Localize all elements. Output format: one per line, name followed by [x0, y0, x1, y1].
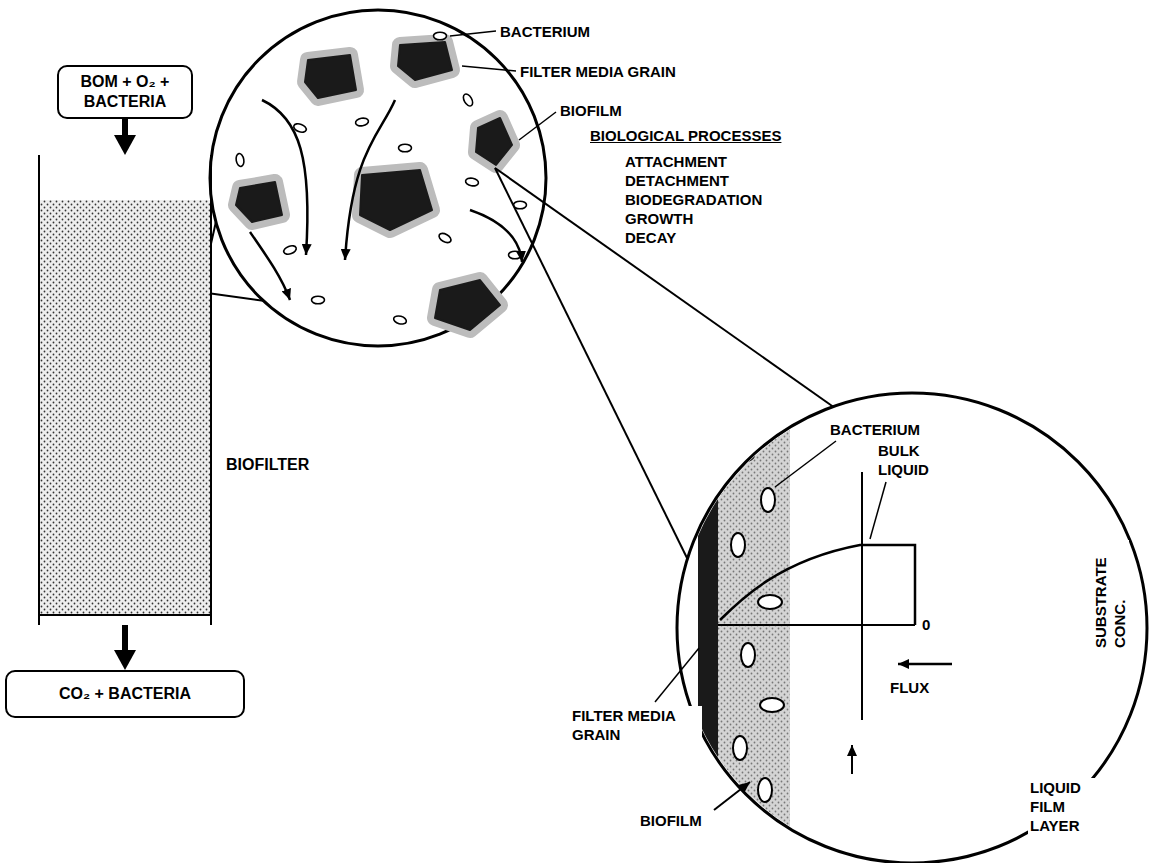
column-label: BIOFILTER	[226, 455, 309, 474]
zoom-circle	[210, 10, 546, 346]
leader-arrow	[851, 745, 853, 774]
flow-connector	[125, 625, 126, 670]
bacterium	[461, 92, 474, 107]
process-item: BIODEGRADATION	[623, 190, 764, 209]
bacterium	[760, 698, 784, 712]
process-item: DECAY	[623, 228, 678, 247]
biofilm-coating	[435, 280, 500, 330]
connector-shaft	[122, 119, 128, 143]
biofilter-column: BIOFILTER	[38, 155, 212, 625]
flow-arrow	[470, 210, 522, 262]
axis-label: SUBSTRATE CONC.	[1091, 540, 1129, 650]
flux-arrow	[898, 663, 952, 666]
filter-media-grain	[398, 42, 452, 80]
process-item: ATTACHMENT	[623, 152, 729, 171]
bacterium	[437, 231, 452, 244]
connector-shaft	[122, 625, 128, 658]
bacterium	[733, 736, 747, 760]
bacterium	[730, 448, 754, 462]
callout-label: BACTERIUM	[828, 420, 922, 439]
box-text: BOM + O₂ + BACTERIA	[67, 72, 183, 112]
bacterium	[465, 177, 479, 187]
box-text: CO₂ + BACTERIA	[15, 684, 235, 704]
flow-arrow	[345, 100, 395, 260]
filter-media	[40, 200, 210, 615]
flow-arrow	[250, 232, 290, 300]
zoom-line	[495, 168, 835, 408]
filter-media-grain	[698, 380, 718, 863]
callout-label: BIOFILM	[638, 811, 704, 830]
filter-media-grain	[305, 55, 356, 98]
callout-label: BIOFILM	[558, 101, 624, 120]
axis-value: 0	[920, 615, 932, 634]
leader-line	[870, 482, 886, 539]
list-heading: BIOLOGICAL PROCESSES	[588, 126, 783, 145]
bacterium	[393, 315, 408, 326]
leader-line	[462, 66, 516, 71]
bacterium	[434, 32, 447, 40]
biofilm-coating	[398, 42, 452, 80]
biofilm-coating	[305, 55, 356, 98]
flux-label: FLUX	[888, 678, 931, 697]
callout-label: FILTER MEDIA GRAIN	[570, 706, 702, 744]
leader-line	[655, 648, 699, 702]
inflow-box: BOM + O₂ + BACTERIA	[57, 65, 193, 119]
flow-connector	[125, 119, 126, 155]
process-item: GROWTH	[623, 209, 695, 228]
detail-group	[698, 380, 790, 863]
flow-arrows	[250, 100, 522, 300]
filter-media-grain	[435, 280, 500, 330]
callout-label: LIQUID FILM LAYER	[1028, 778, 1104, 835]
bacterium	[758, 778, 772, 802]
bacterium	[235, 153, 245, 167]
bacterium	[312, 296, 325, 304]
bacteria-group	[235, 32, 526, 325]
callout-label: BACTERIUM	[498, 22, 592, 41]
filter-media-grain	[360, 170, 432, 230]
zero-axis	[718, 624, 915, 626]
filter-media-grain	[236, 182, 282, 222]
callout-label: FILTER MEDIA GRAIN	[518, 62, 678, 81]
bacterium	[355, 117, 369, 127]
bacterium	[399, 144, 412, 152]
filter-media-grain	[476, 118, 512, 165]
bacterium	[731, 533, 745, 557]
leader-line	[450, 31, 496, 36]
column-base	[40, 614, 210, 616]
bacterium	[283, 244, 298, 256]
leader-line	[775, 441, 836, 487]
connector-head	[125, 143, 126, 155]
biofilm-coating	[476, 118, 512, 165]
callout-label: BULK LIQUID	[876, 441, 950, 479]
connector-head	[125, 658, 126, 670]
flow-arrow	[262, 100, 307, 255]
leader-arrow	[714, 782, 750, 810]
grain-group	[236, 42, 512, 330]
biofilm-coating	[236, 182, 282, 222]
liquid-film-boundary	[861, 472, 863, 720]
process-item: DETACHMENT	[623, 171, 731, 190]
biofilm-coating	[360, 170, 432, 230]
bacterium	[761, 488, 775, 512]
concentration-profile	[720, 545, 915, 625]
bacterium	[758, 595, 782, 609]
bacterium	[741, 643, 755, 667]
column-fill	[40, 155, 210, 625]
biofilm-layer	[718, 380, 790, 863]
outflow-box: CO₂ + BACTERIA	[5, 670, 245, 718]
leader-line	[519, 112, 556, 140]
